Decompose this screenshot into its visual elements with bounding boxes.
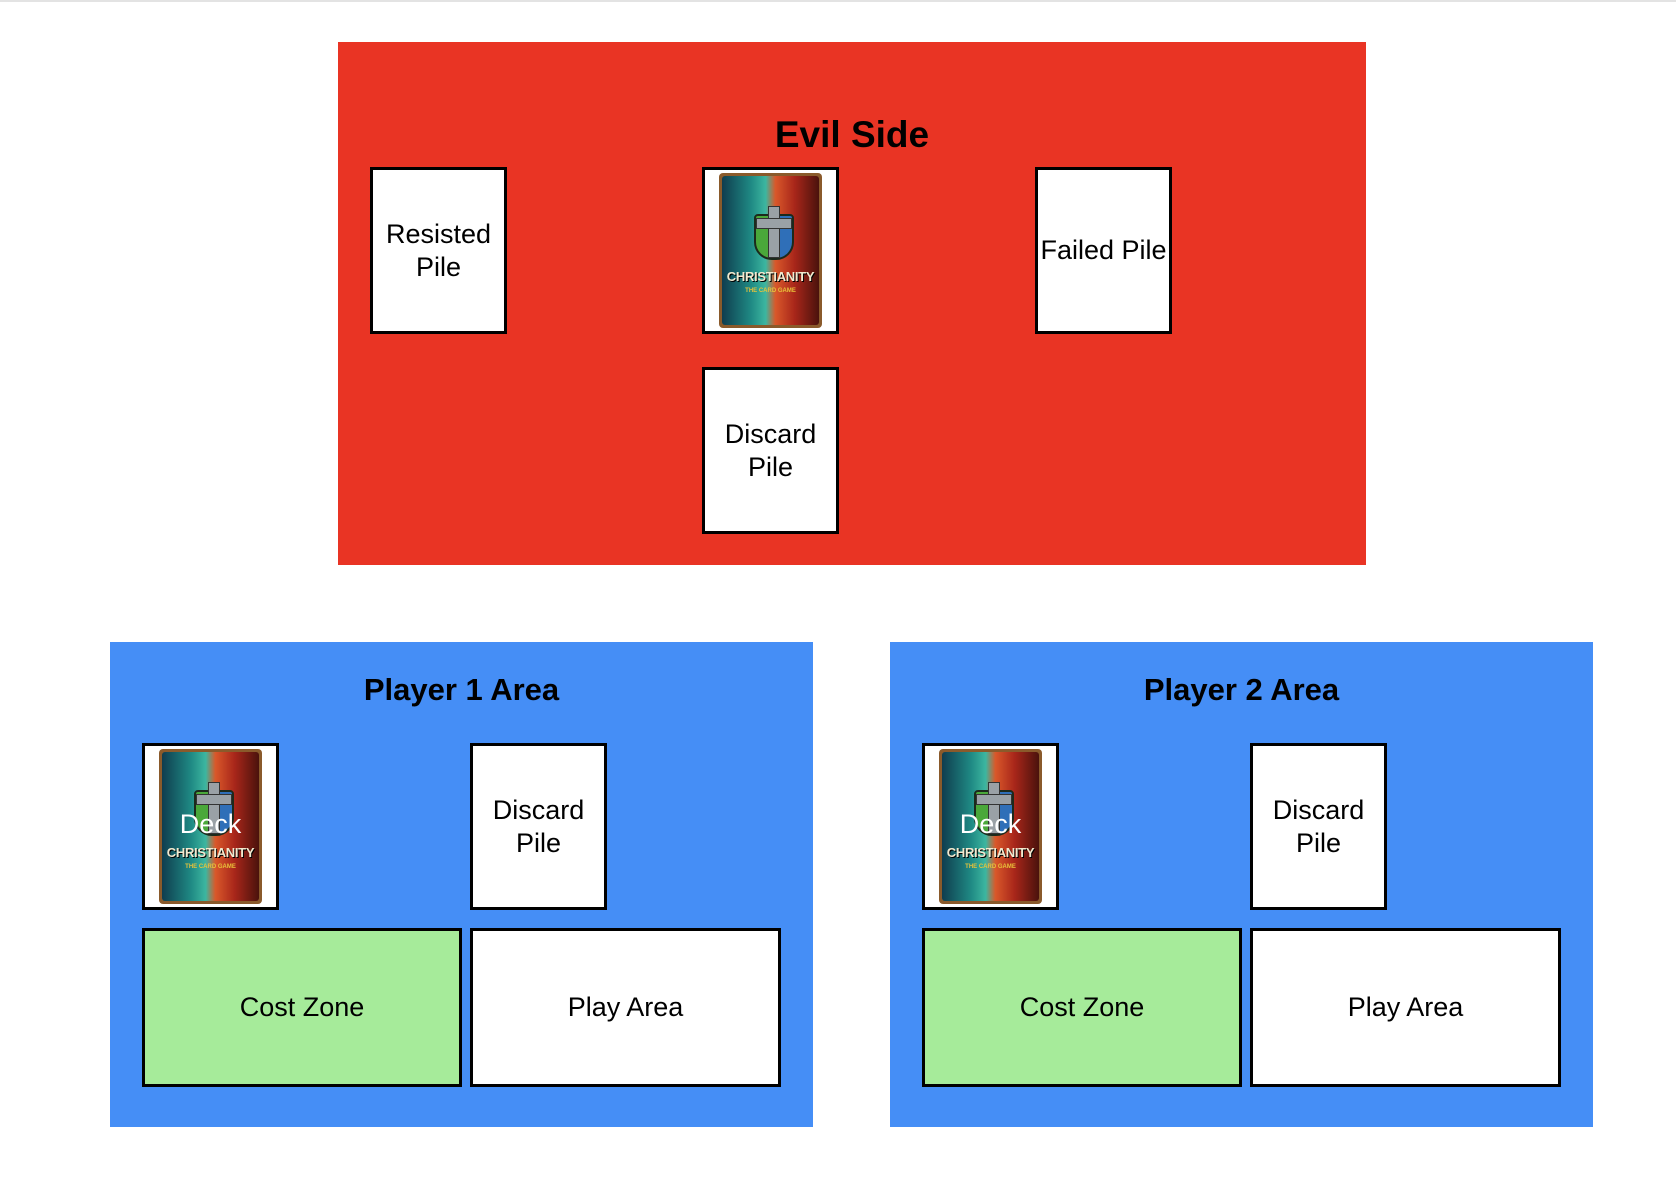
deck-label: Deck	[179, 809, 242, 839]
card-logo-subtitle: THE CARD GAME	[965, 864, 1016, 870]
resisted-pile[interactable]: Resisted Pile	[370, 167, 507, 334]
evil-discard-pile[interactable]: Discard Pile	[702, 367, 839, 534]
evil-deck[interactable]: CHRISTIANITY THE CARD GAME	[702, 167, 839, 334]
player-1-play-area[interactable]: Play Area	[470, 928, 781, 1087]
player-2-title: Player 2 Area	[1143, 672, 1340, 707]
player-1-cost-zone[interactable]: Cost Zone	[142, 928, 462, 1087]
player-1-deck[interactable]: CHRISTIANITY THE CARD GAME Deck	[142, 743, 279, 910]
cross-icon	[768, 206, 780, 258]
player-2-deck[interactable]: CHRISTIANITY THE CARD GAME Deck	[922, 743, 1059, 910]
deck-label: Deck	[959, 809, 1022, 839]
player-1-area: Player 1 Area CHRISTIANITY THE CARD GAME…	[110, 642, 813, 1127]
player-1-title: Player 1 Area	[363, 672, 560, 707]
card-logo-title: CHRISTIANITY	[946, 845, 1035, 860]
evil-side-title: Evil Side	[774, 114, 930, 155]
card-logo-title: CHRISTIANITY	[726, 269, 815, 284]
card-back-image: CHRISTIANITY THE CARD GAME	[159, 749, 262, 904]
card-logo-subtitle: THE CARD GAME	[745, 288, 796, 294]
card-logo-title: CHRISTIANITY	[166, 845, 255, 860]
card-back-image: CHRISTIANITY THE CARD GAME	[939, 749, 1042, 904]
player-2-area: Player 2 Area CHRISTIANITY THE CARD GAME…	[890, 642, 1593, 1127]
player-2-discard-pile[interactable]: Discard Pile	[1250, 743, 1387, 910]
player-2-cost-zone[interactable]: Cost Zone	[922, 928, 1242, 1087]
player-2-play-area[interactable]: Play Area	[1250, 928, 1561, 1087]
failed-pile[interactable]: Failed Pile	[1035, 167, 1172, 334]
evil-side-area: Evil Side Resisted Pile CHRISTIANITY THE…	[338, 42, 1366, 565]
player-1-discard-pile[interactable]: Discard Pile	[470, 743, 607, 910]
card-logo-subtitle: THE CARD GAME	[185, 864, 236, 870]
card-back-image: CHRISTIANITY THE CARD GAME	[719, 173, 822, 328]
